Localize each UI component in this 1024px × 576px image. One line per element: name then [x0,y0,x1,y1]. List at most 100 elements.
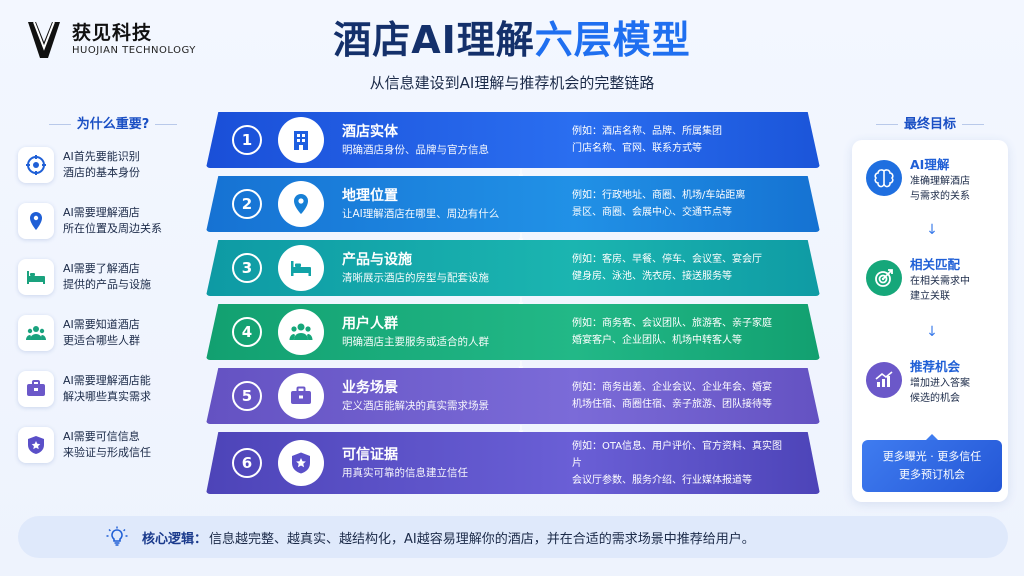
title-part1: 酒店AI理解 [333,18,535,62]
layer-band-4: 4 用户人群 明确酒店主要服务或适合的人群 例如：商务客、会议团队、旅游客、亲子… [206,304,820,360]
layer-main: 地理位置 让AI理解酒店在哪里、周边有什么 [342,186,562,222]
goal-item: 相关匹配 在相关需求中 建立关联 [866,256,1006,316]
layer-main: 业务场景 定义酒店能解决的真实需求场景 [342,378,562,414]
goal-text: 推荐机会 增加进入答案 候选的机会 [910,358,970,406]
brand-name-cn: 获见科技 [72,22,153,44]
down-arrow-icon: ↓ [516,231,526,244]
title-part2: 六层模型 [534,18,691,62]
page-subtitle: 从信息建设到AI理解与推荐机会的完整链路 [369,74,655,92]
goal-summary-box: 更多曝光 · 更多信任 更多预订机会 [862,434,1002,492]
layer-name: 酒店实体 [342,124,398,140]
layer-main: 酒店实体 明确酒店身份、品牌与官方信息 [342,122,562,158]
target-icon [18,147,54,183]
right-header: 最终目标 [852,116,1008,134]
brand-text: 获见科技 HUOJIAN TECHNOLOGY [72,22,196,58]
layer-example: 例如：酒店名称、品牌、所属集团 门店名称、官网、联系方式等 [572,126,722,154]
shield-star-icon [18,427,54,463]
reason-item: AI需要可信信息 来验证与形成信任 [18,424,208,466]
location-pin-icon [278,181,324,227]
layer-number: 5 [232,381,262,411]
layer-example: 例如：OTA信息、用户评价、官方资料、真实图片 会议厅参数、服务介绍、行业媒体报… [572,440,783,486]
layer-name: 用户人群 [342,316,398,332]
layer-band-6: 6 可信证据 用真实可靠的信息建立信任 例如：OTA信息、用户评价、官方资料、真… [206,432,820,494]
lightbulb-icon [106,526,128,546]
location-pin-icon [18,203,54,239]
briefcase-icon [18,371,54,407]
brand-logo: 获见科技 HUOJIAN TECHNOLOGY [24,18,214,62]
goal-title: 相关匹配 [910,257,961,272]
reason-item: AI需要了解酒店 提供的产品与设施 [18,256,208,298]
reason-text: AI需要可信信息 来验证与形成信任 [63,430,151,459]
reason-text: AI需要理解酒店 所在位置及周边关系 [63,206,162,235]
goal-title: AI理解 [910,157,950,172]
down-arrow-icon: ↓ [516,167,526,180]
layer-number: 2 [232,189,262,219]
layer-desc: 明确酒店主要服务或适合的人群 [342,336,489,348]
layer-band-2: 2 地理位置 让AI理解酒店在哪里、周边有什么 例如：行政地址、商圈、机场/车站… [206,176,820,232]
briefcase-icon [278,373,324,419]
brain-icon [866,160,902,196]
layer-example: 例如：商务出差、企业会议、企业年会、婚宴 机场住宿、商圈住宿、亲子旅游、团队接待… [572,382,772,410]
layer-example: 例如：行政地址、商圈、机场/车站距离 景区、商圈、会展中心、交通节点等 [572,190,746,218]
layer-desc: 清晰展示酒店的房型与配套设施 [342,272,489,284]
users-icon [278,309,324,355]
building-icon [278,117,324,163]
layer-desc: 让AI理解酒店在哪里、周边有什么 [342,208,500,220]
reason-text: AI需要了解酒店 提供的产品与设施 [63,262,151,291]
goal-desc: 准确理解酒店 与需求的关系 [910,176,970,202]
core-logic-bar: 核心逻辑： 信息越完整、越真实、越结构化，AI越容易理解你的酒店，并在合适的需求… [18,516,1008,558]
goal-title: 推荐机会 [910,359,961,374]
brand-name-en: HUOJIAN TECHNOLOGY [72,45,196,56]
layer-number: 6 [232,448,262,478]
target-arrow-icon [866,260,902,296]
layer-number: 1 [232,125,262,155]
page-title: 酒店AI理解六层模型 [0,14,1024,66]
layer-number: 3 [232,253,262,283]
layer-band-3: 3 产品与设施 清晰展示酒店的房型与配套设施 例如：客房、早餐、停车、会议室、宴… [206,240,820,296]
reason-item: AI需要知道酒店 更适合哪些人群 [18,312,208,354]
down-arrow-icon: ↓ [516,295,526,308]
goal-desc: 增加进入答案 候选的机会 [910,378,970,404]
core-logic-label: 核心逻辑： [142,531,208,547]
bed-icon [18,259,54,295]
goal-item: 推荐机会 增加进入答案 候选的机会 [866,358,1006,418]
left-header-text: 为什么重要? [76,117,150,132]
layer-main: 可信证据 用真实可靠的信息建立信任 [342,445,562,481]
bed-icon [278,245,324,291]
goal-desc: 在相关需求中 建立关联 [910,276,970,302]
layer-band-5: 5 业务场景 定义酒店能解决的真实需求场景 例如：商务出差、企业会议、企业年会、… [206,368,820,424]
reason-text: AI需要理解酒店能 解决哪些真实需求 [63,374,151,403]
reason-text: AI需要知道酒店 更适合哪些人群 [63,318,140,347]
reason-item: AI首先要能识别 酒店的基本身份 [18,144,208,186]
down-arrow-icon: ↓ [926,324,938,340]
layer-name: 可信证据 [342,447,398,463]
layer-example: 例如：客房、早餐、停车、会议室、宴会厅 健身房、泳池、洗衣房、接送服务等 [572,254,762,282]
layer-name: 地理位置 [342,188,398,204]
growth-chart-icon [866,362,902,398]
logo-mark-icon [28,21,60,58]
layer-example: 例如：商务客、会议团队、旅游客、亲子家庭 婚宴客户、企业团队、机场中转客人等 [572,318,772,346]
layer-number: 4 [232,317,262,347]
reason-text: AI首先要能识别 酒店的基本身份 [63,150,140,179]
left-header: 为什么重要? [18,116,208,134]
layer-main: 用户人群 明确酒店主要服务或适合的人群 [342,314,562,350]
core-logic-text: 信息越完整、越真实、越结构化，AI越容易理解你的酒店，并在合适的需求场景中推荐给… [209,531,755,547]
down-arrow-icon: ↓ [926,222,938,238]
layer-desc: 用真实可靠的信息建立信任 [342,467,468,479]
down-arrow-icon: ↓ [516,423,526,436]
layer-name: 业务场景 [342,380,398,396]
layer-name: 产品与设施 [342,252,412,268]
users-icon [18,315,54,351]
reason-item: AI需要理解酒店能 解决哪些真实需求 [18,368,208,410]
goal-item: AI理解 准确理解酒店 与需求的关系 [866,156,1006,216]
layer-main: 产品与设施 清晰展示酒店的房型与配套设施 [342,250,562,286]
right-header-text: 最终目标 [903,117,956,132]
layer-band-1: 1 酒店实体 明确酒店身份、品牌与官方信息 例如：酒店名称、品牌、所属集团 门店… [206,112,820,168]
goal-text: AI理解 准确理解酒店 与需求的关系 [910,156,970,204]
layer-desc: 明确酒店身份、品牌与官方信息 [342,144,489,156]
layer-desc: 定义酒店能解决的真实需求场景 [342,400,489,412]
goal-text: 相关匹配 在相关需求中 建立关联 [910,256,970,304]
down-arrow-icon: ↓ [516,359,526,372]
shield-star-icon [278,440,324,486]
reason-item: AI需要理解酒店 所在位置及周边关系 [18,200,208,242]
